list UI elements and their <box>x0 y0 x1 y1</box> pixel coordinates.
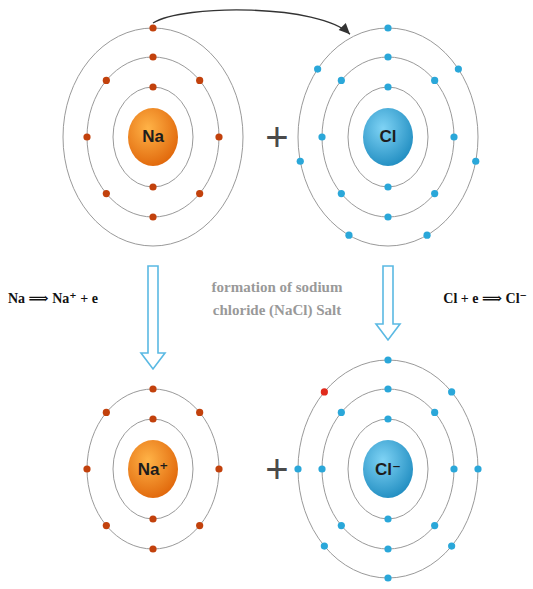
electron-shell <box>87 389 219 549</box>
electron <box>423 232 430 239</box>
arrow-head <box>339 23 350 34</box>
electron <box>384 385 391 392</box>
electron <box>196 77 203 84</box>
plus-sign: + <box>265 117 288 157</box>
ionization-equation: Na ⟹ Na⁺ + e <box>8 290 98 307</box>
electron <box>196 409 203 416</box>
electron <box>149 24 156 31</box>
atom: Na <box>57 22 249 252</box>
atom: Cl⁻ <box>292 354 484 584</box>
electron <box>384 515 391 522</box>
electron <box>83 133 90 140</box>
transfer-curve <box>153 10 350 34</box>
electron-shell <box>113 87 193 187</box>
electron <box>384 213 391 220</box>
electron <box>384 545 391 552</box>
electron <box>384 574 391 581</box>
electron <box>149 385 156 392</box>
electron <box>472 158 479 165</box>
electron <box>297 158 304 165</box>
electron <box>215 465 222 472</box>
connector <box>141 266 165 369</box>
electron <box>345 232 352 239</box>
connector <box>153 10 350 34</box>
electron <box>149 545 156 552</box>
electron <box>294 465 301 472</box>
electron-shell <box>298 360 478 578</box>
nucleus <box>128 108 178 166</box>
electron <box>450 465 457 472</box>
electron-shell <box>322 389 454 549</box>
electron <box>149 183 156 190</box>
electron <box>321 542 328 549</box>
electron-shell <box>87 57 219 217</box>
electron <box>103 409 110 416</box>
electron <box>196 522 203 529</box>
electron <box>431 409 438 416</box>
electron <box>384 24 391 31</box>
electron <box>103 77 110 84</box>
electron-gain-equation: Cl + e ⟹ Cl⁻ <box>443 290 527 307</box>
plus-sign: + <box>265 449 288 489</box>
electron-shell <box>322 57 454 217</box>
element-symbol: Na⁺ <box>138 459 169 480</box>
atom: Cl <box>292 22 484 252</box>
electron <box>384 183 391 190</box>
electron <box>149 53 156 60</box>
electron <box>338 409 345 416</box>
hollow-arrow <box>376 266 400 340</box>
electron <box>474 465 481 472</box>
electron <box>455 65 462 72</box>
electron <box>450 133 457 140</box>
electron <box>149 415 156 422</box>
electron-shell <box>298 28 478 246</box>
electron <box>149 213 156 220</box>
electron <box>338 77 345 84</box>
electron <box>103 190 110 197</box>
element-symbol: Na <box>142 127 164 147</box>
electron <box>338 522 345 529</box>
electron <box>384 53 391 60</box>
nucleus <box>128 440 178 498</box>
element-symbol: Cl⁻ <box>375 459 401 480</box>
connector <box>376 266 400 340</box>
electron <box>384 83 391 90</box>
electron <box>431 190 438 197</box>
electron-shell <box>348 419 428 519</box>
electron <box>103 522 110 529</box>
electron <box>149 83 156 90</box>
electron <box>318 133 325 140</box>
electron <box>83 465 90 472</box>
electron <box>384 415 391 422</box>
electron <box>314 65 321 72</box>
electron <box>448 388 455 395</box>
nucleus <box>363 108 413 166</box>
electron <box>431 77 438 84</box>
electron-shell <box>63 28 243 246</box>
gained-electron <box>321 388 328 395</box>
electron <box>149 515 156 522</box>
electron <box>338 190 345 197</box>
electron-shell <box>113 419 193 519</box>
electron <box>384 356 391 363</box>
hollow-arrow <box>141 266 165 369</box>
nucleus <box>363 440 413 498</box>
electron <box>448 542 455 549</box>
atom: Na⁺ <box>81 383 225 555</box>
element-symbol: Cl <box>380 127 397 147</box>
electron <box>196 190 203 197</box>
electron <box>215 133 222 140</box>
electron <box>431 522 438 529</box>
electron <box>318 465 325 472</box>
center-caption-text: formation of sodium chloride (NaCl) Salt <box>190 276 364 321</box>
electron-shell <box>348 87 428 187</box>
